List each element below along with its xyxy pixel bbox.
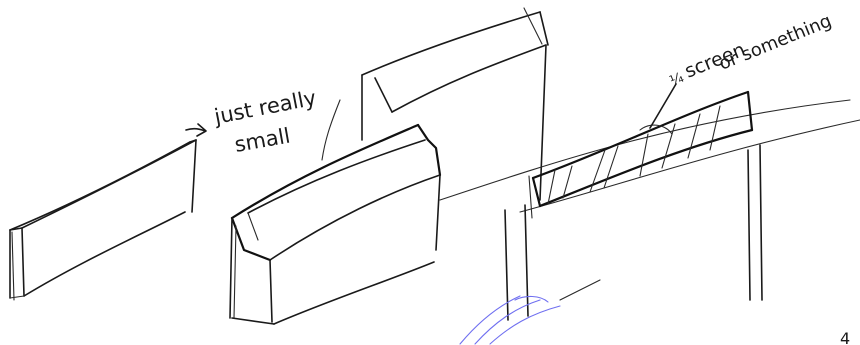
thin-bar-sketch (10, 124, 206, 300)
screen-note-prefix: ¼ (668, 70, 687, 90)
small-note-line1: just really (211, 86, 318, 129)
small-note-annotation: just really small (211, 86, 318, 157)
stray-blue-marks (460, 280, 600, 344)
small-note-line2: small (233, 124, 292, 157)
screen-rail-sketch (440, 84, 860, 320)
ridge-box-sketch (230, 8, 548, 324)
screen-note-annotation: ¼ screen or something (668, 10, 835, 89)
corner-mark: 4 (840, 329, 850, 345)
